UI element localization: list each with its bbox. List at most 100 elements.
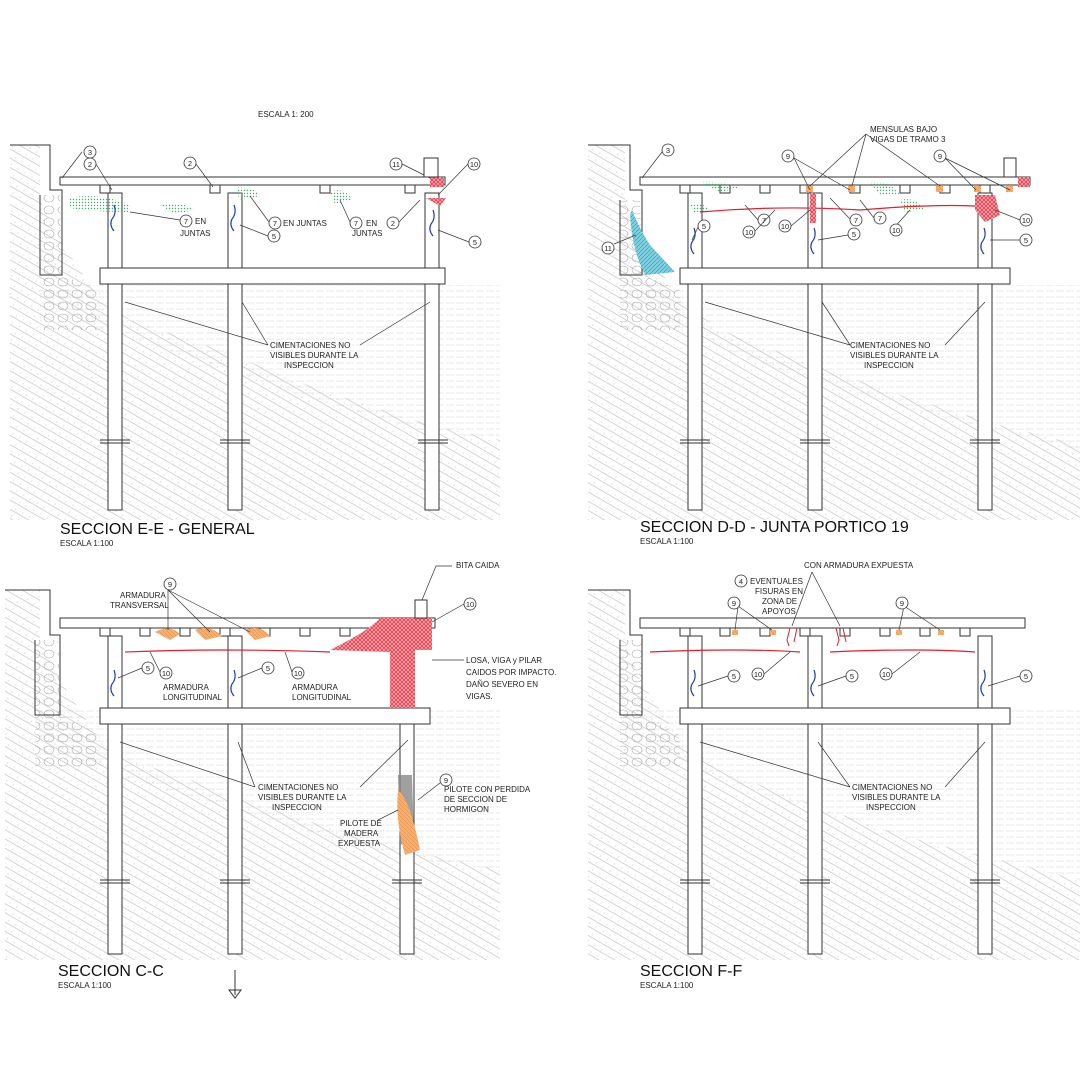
callout-bubble: 7 (859, 199, 887, 225)
damage-area (426, 198, 446, 206)
note-losa: LOSA, VIGA y PILAR (466, 656, 542, 665)
rock-fill (40, 195, 100, 330)
svg-text:11: 11 (604, 244, 612, 253)
callout-bubble: 5 (437, 229, 482, 249)
cap-beam (99, 267, 446, 285)
callout-bubble: 4 (734, 574, 748, 588)
level-marker-icon (228, 970, 242, 999)
note-cimentaciones: INSPECCION (272, 803, 322, 812)
damage-line (124, 649, 331, 653)
svg-text:9: 9 (900, 599, 904, 608)
callout-bubble: 5 (237, 661, 275, 679)
note-pilote-perdida: HORMIGON (444, 805, 489, 814)
section-ee: 3 2 2 11 10 7 EN JUNTAS 7 EN JUNTAS 7 EN… (10, 144, 500, 548)
callout-bubble: 5 (691, 219, 711, 241)
section-scale: ESCALA 1:100 (640, 981, 694, 990)
svg-text:5: 5 (732, 672, 736, 681)
crack (230, 204, 236, 232)
soil-area (10, 145, 500, 520)
svg-text:5: 5 (1024, 672, 1028, 681)
svg-text:4: 4 (739, 577, 743, 586)
crack (690, 669, 696, 697)
rock-fill (620, 640, 680, 770)
crack (980, 669, 986, 697)
svg-text:5: 5 (852, 230, 856, 239)
note-cimentaciones: CIMENTACIONES NO (258, 783, 338, 792)
callout-bubble: 10 (742, 209, 776, 239)
callout-bubble: 9 (163, 577, 251, 633)
piles (100, 192, 448, 511)
cap-beam (99, 707, 431, 725)
callout-bubble: 10 (149, 651, 173, 680)
crack (110, 669, 116, 697)
svg-text:10: 10 (1022, 216, 1030, 225)
svg-text:10: 10 (162, 669, 170, 678)
svg-text:10: 10 (294, 669, 302, 678)
note-pilote-madera: EXPUESTA (338, 839, 381, 848)
note-losa: VIGAS. (466, 692, 493, 701)
water-area (625, 710, 1080, 880)
humidity-area (160, 203, 195, 214)
svg-text:9: 9 (938, 152, 942, 161)
svg-text:10: 10 (466, 600, 474, 609)
note-cimentaciones: INSPECCION (864, 361, 914, 370)
note-cimentaciones: VISIBLES DURANTE LA (270, 351, 359, 360)
crack (230, 669, 236, 697)
note-juntas-a: EN (195, 217, 206, 226)
svg-text:2: 2 (88, 160, 92, 169)
deck-slab (59, 176, 446, 186)
svg-text:9: 9 (168, 580, 172, 589)
callout-bubble: 10 (437, 157, 481, 196)
section-scale: ESCALA 1:100 (60, 539, 114, 548)
callout-bubble: 5 (987, 669, 1033, 687)
callout-bubble: 7 (744, 204, 771, 227)
section-scale: ESCALA 1:100 (640, 537, 694, 546)
crack (110, 204, 116, 232)
crack (786, 627, 847, 647)
callout-bubble: 11 (601, 234, 637, 255)
note-pilote-madera: PILOTE DE (340, 819, 382, 828)
damage-area (810, 193, 816, 223)
callout-bubble: 7 (249, 195, 282, 230)
note-armadura-longitudinal: LONGITUDINAL (163, 693, 223, 702)
note-armadura-longitudinal: LONGITUDINAL (292, 693, 352, 702)
rock-fill (35, 640, 100, 770)
callout-bubble: 5 (117, 661, 155, 679)
note-fisuras: ZONA DE (762, 597, 797, 606)
svg-text:7: 7 (854, 216, 858, 225)
section-title: SECCION F-F (640, 963, 742, 980)
deck-ribs (99, 184, 416, 194)
soil-area (5, 590, 500, 960)
deck-ribs (99, 627, 351, 637)
callout-bubble: 10 (778, 209, 811, 233)
note-cimentaciones: CIMENTACIONES NO (270, 341, 350, 350)
callout-bubble: 3 (641, 143, 675, 179)
crack (980, 227, 986, 255)
svg-text:7: 7 (273, 219, 277, 228)
note-armadura-transversal: ARMADURA (120, 591, 166, 600)
bollard (1003, 157, 1017, 178)
water-area (40, 710, 500, 870)
svg-text:5: 5 (272, 232, 276, 241)
water-area (625, 285, 1080, 450)
svg-text:10: 10 (745, 228, 753, 237)
exposed-rebar-area (155, 628, 180, 640)
abutment-wall (588, 144, 643, 276)
svg-text:5: 5 (1024, 236, 1028, 245)
svg-text:10: 10 (892, 226, 900, 235)
note-juntas-c: JUNTAS (352, 229, 383, 238)
exposed-rebar-spots (732, 630, 944, 635)
callout-bubble: 11 (389, 157, 431, 179)
abutment-wall (10, 144, 63, 276)
note-cimentaciones: INSPECCION (866, 803, 916, 812)
callout-bubble: 2 (386, 199, 421, 230)
note-juntas-c: EN (366, 219, 377, 228)
callout-bubble: 10 (994, 209, 1033, 227)
callout-bubble: 5 (697, 669, 741, 687)
soil-area (588, 590, 1080, 960)
cap-beam (679, 267, 1011, 285)
note-armadura-transversal: TRANSVERSAL (110, 601, 169, 610)
svg-text:5: 5 (850, 672, 854, 681)
damage-area (430, 177, 444, 187)
callout-bubble: 5 (239, 224, 281, 243)
